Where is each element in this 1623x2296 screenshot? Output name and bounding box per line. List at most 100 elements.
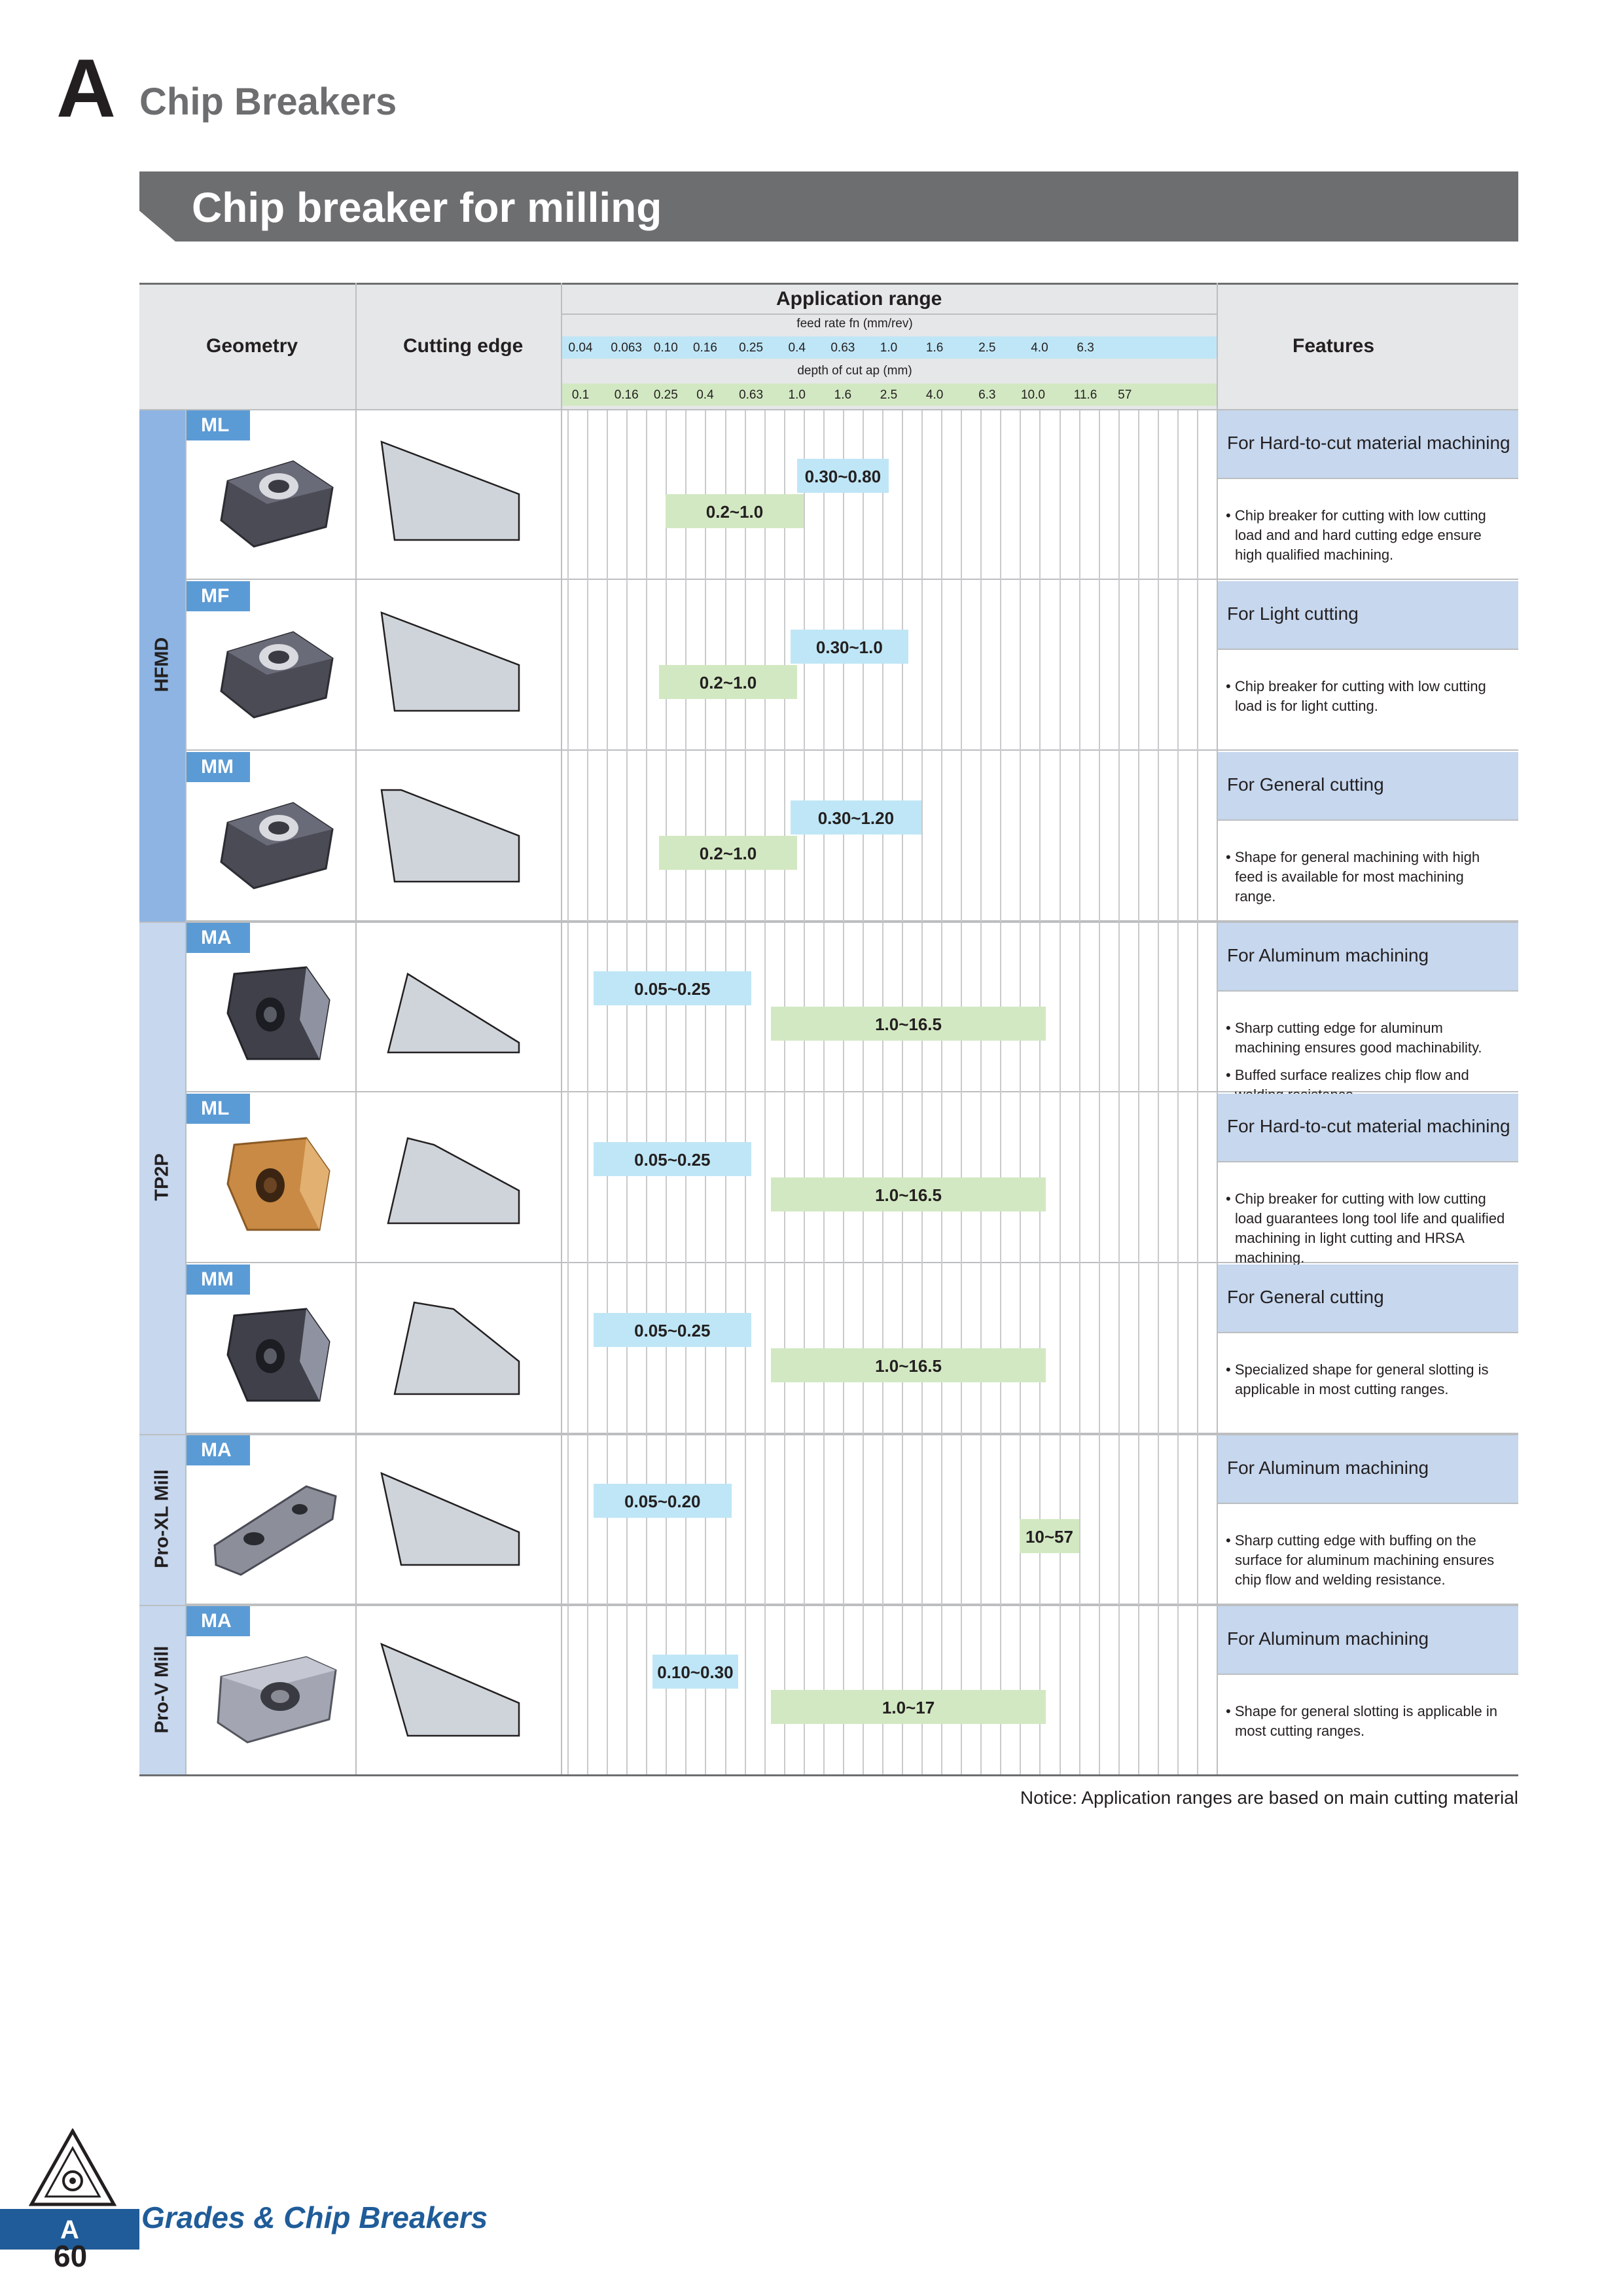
cutting-edge-profile-icon: [380, 1471, 520, 1566]
range-gridline: [744, 1605, 746, 1776]
feed-scale-label: 1.0: [880, 341, 898, 355]
range-gridline: [567, 409, 569, 580]
cutting-edge-profile-icon: [380, 611, 520, 712]
depth-scale-label: 4.0: [925, 388, 944, 402]
range-gridline: [724, 1605, 726, 1776]
range-gridline: [1137, 1263, 1139, 1434]
range-gridline: [902, 1434, 904, 1605]
range-gridline: [1059, 922, 1061, 1092]
range-gridline: [1177, 580, 1179, 751]
range-gridline: [724, 922, 726, 1092]
range-gridline: [1000, 580, 1002, 751]
range-gridline: [646, 922, 648, 1092]
range-gridline: [823, 580, 825, 751]
cutting-edge-header: Cutting edge: [403, 335, 524, 357]
range-gridline: [744, 1263, 746, 1434]
range-gridline: [882, 409, 883, 580]
range-gridline: [1118, 1434, 1120, 1605]
depth-scale-label: 57: [1118, 388, 1132, 402]
feed-range-label: 0.05~0.25: [634, 979, 711, 999]
range-gridline: [1118, 1263, 1120, 1434]
feed-scale-label: 0.16: [692, 341, 717, 355]
range-gridline: [666, 1605, 668, 1776]
feed-rate-title: feed rate fn (mm/rev): [796, 317, 913, 331]
range-gridline: [1177, 751, 1179, 922]
range-gridline: [646, 409, 648, 580]
chip-breaker-code: MM: [201, 756, 234, 778]
chip-breaker-code-badge: MA: [187, 923, 250, 953]
insert-image: [208, 1473, 339, 1578]
depth-scale-label: 6.3: [978, 388, 996, 402]
range-gridline: [1039, 751, 1041, 922]
insert-image: [208, 1132, 339, 1236]
feed-range-label: 0.30~1.20: [817, 808, 895, 828]
feed-scale-label: 6.3: [1077, 341, 1094, 355]
feature-title-cell: For Light cutting: [1218, 581, 1518, 649]
chip-breaker-code: MA: [201, 1610, 232, 1632]
cutting-edge-image: [368, 1447, 539, 1591]
range-gridline: [1118, 751, 1120, 922]
depth-scale-label: 0.1: [571, 388, 590, 402]
cutting-edge-image: [368, 593, 539, 737]
insert-image: [208, 1302, 339, 1407]
range-gridline: [744, 1434, 746, 1605]
feed-range-label: 0.05~0.25: [634, 1321, 711, 1340]
range-gridline: [1196, 922, 1198, 1092]
range-gridline: [646, 1434, 648, 1605]
range-gridline: [1137, 1092, 1139, 1263]
range-gridline: [705, 1605, 707, 1776]
range-gridline: [1137, 1434, 1139, 1605]
range-gridline: [1000, 1434, 1002, 1605]
depth-range-label: 1.0~17: [882, 1698, 935, 1717]
range-gridline: [567, 922, 569, 1092]
family-label-cell: Pro-V Mill: [139, 1605, 185, 1776]
range-gridline: [705, 1434, 707, 1605]
range-gridline: [1079, 1605, 1080, 1776]
chip-breaker-code-badge: MA: [187, 1606, 250, 1636]
insert-photo-icon: [220, 631, 334, 719]
range-gridline: [941, 751, 943, 922]
feature-divider: [1217, 649, 1518, 650]
depth-range-label: 1.0~16.5: [875, 1185, 942, 1205]
notice-text: Notice: Application ranges are based on …: [1020, 1787, 1518, 1808]
cutting-edge-profile-icon: [387, 1137, 520, 1225]
range-gridline: [862, 1434, 864, 1605]
cutting-edge-profile-icon: [380, 440, 520, 541]
chip-breaker-code: MA: [201, 1439, 232, 1461]
features-header: Features: [1293, 335, 1375, 357]
feed-range-bar: 0.30~0.80: [796, 459, 889, 493]
chip-breaker-code: ML: [201, 414, 230, 436]
feed-scale-label: 0.04: [568, 341, 593, 355]
footer-title: Grades & Chip Breakers: [141, 2200, 488, 2234]
family-label-cell: Pro-XL Mill: [139, 1434, 185, 1605]
feed-scale-label: 0.25: [739, 341, 764, 355]
range-gridline: [1098, 1605, 1100, 1776]
range-gridline: [724, 1092, 726, 1263]
row-divider: [185, 749, 1518, 751]
range-gridline: [1157, 580, 1159, 751]
range-gridline: [1177, 1434, 1179, 1605]
range-gridline: [587, 922, 589, 1092]
range-gridline: [1157, 1434, 1159, 1605]
insert-photo-icon: [220, 802, 334, 889]
feature-title-cell: For General cutting: [1218, 752, 1518, 819]
depth-scale-label: 11.6: [1073, 388, 1097, 402]
range-gridline: [902, 580, 904, 751]
range-gridline: [1137, 922, 1139, 1092]
range-gridline: [862, 751, 864, 922]
feature-divider: [1217, 1332, 1518, 1333]
range-gridline: [823, 1434, 825, 1605]
range-gridline: [764, 1263, 766, 1434]
range-gridline: [607, 1434, 609, 1605]
family-name: Pro-XL Mill: [151, 1469, 173, 1568]
family-divider: [139, 1605, 1518, 1606]
feature-description: • Shape for general machining with high …: [1218, 848, 1507, 914]
range-gridline: [666, 1434, 668, 1605]
family-name: TP2P: [151, 1153, 173, 1201]
range-gridline: [587, 1605, 589, 1776]
range-gridline: [842, 409, 844, 580]
insert-photo-icon: [226, 1137, 330, 1231]
column-divider: [185, 409, 187, 1776]
chip-breaker-code: MA: [201, 927, 232, 948]
range-gridline: [724, 1434, 726, 1605]
